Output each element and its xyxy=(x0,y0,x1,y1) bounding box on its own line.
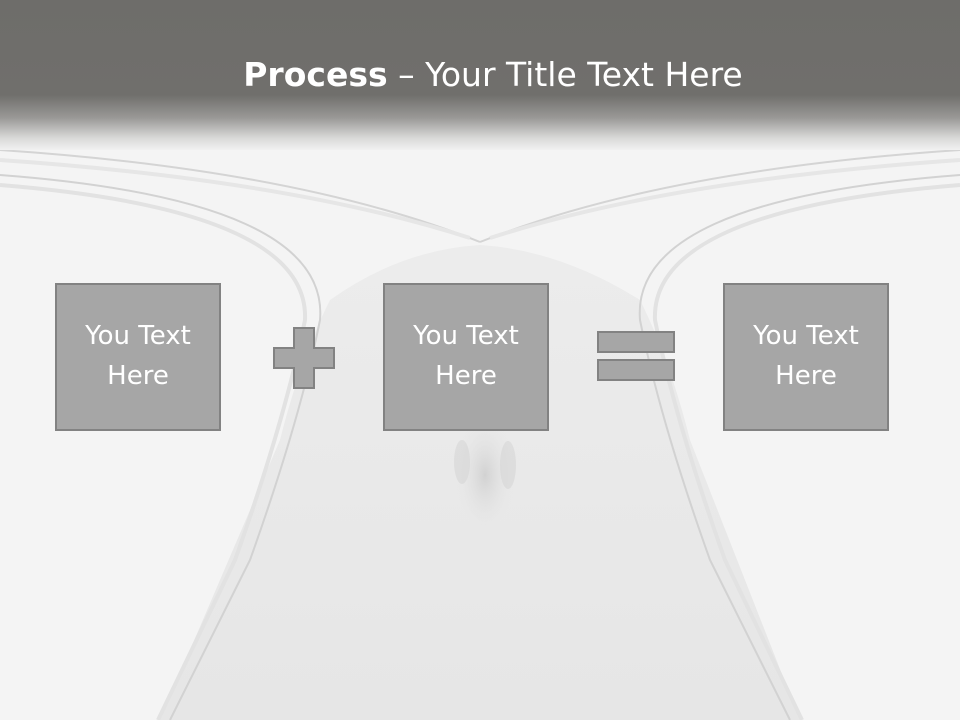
title-strong: Process xyxy=(243,55,388,94)
title-rest: – Your Title Text Here xyxy=(387,55,743,94)
process-box-1-label: You Text Here xyxy=(85,321,191,391)
slide-title: Process – Your Title Text Here xyxy=(0,52,960,98)
process-box-3-label: You Text Here xyxy=(753,321,859,391)
plus-icon xyxy=(273,327,335,389)
process-box-2-label: You Text Here xyxy=(413,321,519,391)
header-band xyxy=(0,0,960,150)
process-box-2: You Text Here xyxy=(383,283,549,431)
equals-icon xyxy=(597,331,675,381)
process-box-1: You Text Here xyxy=(55,283,221,431)
process-box-3: You Text Here xyxy=(723,283,889,431)
